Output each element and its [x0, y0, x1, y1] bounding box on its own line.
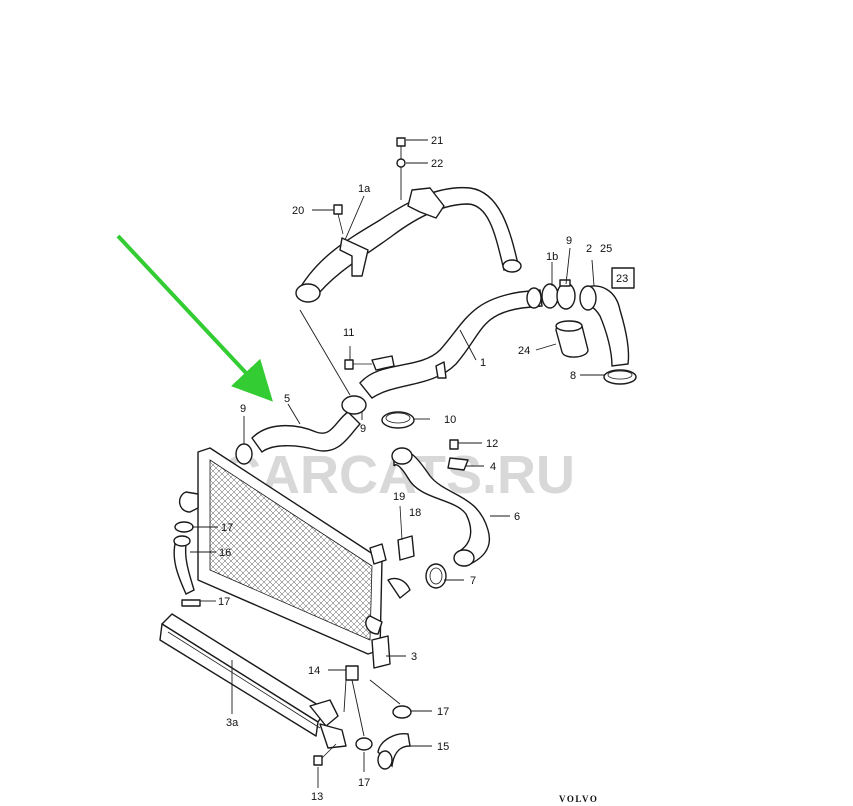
intercooler-3: [179, 447, 411, 669]
label-8: 8: [570, 370, 576, 382]
hose-15: [377, 733, 411, 770]
label-23: 23: [616, 273, 628, 285]
bolt-20: [333, 204, 344, 235]
label-19: 19: [393, 491, 405, 503]
label-13: 13: [311, 791, 323, 803]
label-10: 10: [444, 414, 456, 426]
label-1a: 1a: [358, 183, 371, 195]
charge-air-cooler-3a: [159, 613, 347, 749]
label-2: 2: [586, 243, 592, 255]
label-17-right: 17: [437, 706, 449, 718]
clamp-17a: [174, 521, 194, 533]
clamp-7: [425, 563, 447, 589]
label-9-top: 9: [566, 235, 572, 247]
clamp-17c: [392, 705, 412, 719]
bolt-12: [449, 439, 459, 450]
label-12: 12: [486, 438, 498, 450]
label-17-upper: 17: [221, 522, 233, 534]
label-21: 21: [431, 135, 443, 147]
brand-logo-text: VOLVO: [559, 794, 598, 804]
label-3: 3: [411, 651, 417, 663]
label-1b: 1b: [546, 251, 558, 263]
label-17-bottom: 17: [358, 777, 370, 789]
clamp-1b: [541, 279, 576, 310]
bolt-21: [396, 137, 406, 200]
label-4: 4: [490, 461, 496, 473]
label-20: 20: [292, 205, 304, 217]
hose-5: [235, 395, 367, 465]
clip-17b: [181, 599, 201, 607]
label-7: 7: [470, 575, 476, 587]
bolt-13: [313, 743, 337, 766]
label-9-left: 9: [240, 403, 246, 415]
hose-6: [391, 447, 491, 567]
bracket-14: [345, 665, 359, 681]
label-22: 22: [431, 158, 443, 170]
hose-2: [579, 285, 630, 367]
label-6: 6: [514, 511, 520, 523]
bracket-18: [397, 505, 415, 561]
label-9-mid: 9: [360, 423, 366, 435]
bolt-11: [344, 359, 372, 370]
reference-box-23: [611, 267, 635, 289]
clamp-10: [381, 411, 415, 429]
label-18: 18: [409, 507, 421, 519]
label-5: 5: [284, 393, 290, 405]
clamp-17d: [355, 737, 373, 751]
green-pointer-arrow: [116, 234, 273, 402]
label-24: 24: [518, 345, 530, 357]
bracket-4: [447, 457, 469, 471]
leader-lines: [190, 139, 604, 788]
sleeve-24: [555, 320, 589, 358]
label-16: 16: [219, 547, 231, 559]
pipe-1: [359, 287, 543, 399]
callout-labels: 21 22 1a 20 9 1b 2 25 23 24 1 11 8 5 9 9…: [218, 135, 628, 803]
label-15: 15: [437, 741, 449, 753]
label-14: 14: [308, 665, 320, 677]
hose-16: [173, 535, 195, 595]
label-25: 25: [600, 243, 612, 255]
label-11: 11: [343, 327, 354, 339]
label-17-middle: 17: [218, 596, 230, 608]
hose-1a: [295, 186, 522, 303]
label-3a: 3a: [226, 717, 239, 729]
clamp-8: [603, 369, 637, 385]
label-1: 1: [480, 357, 486, 369]
